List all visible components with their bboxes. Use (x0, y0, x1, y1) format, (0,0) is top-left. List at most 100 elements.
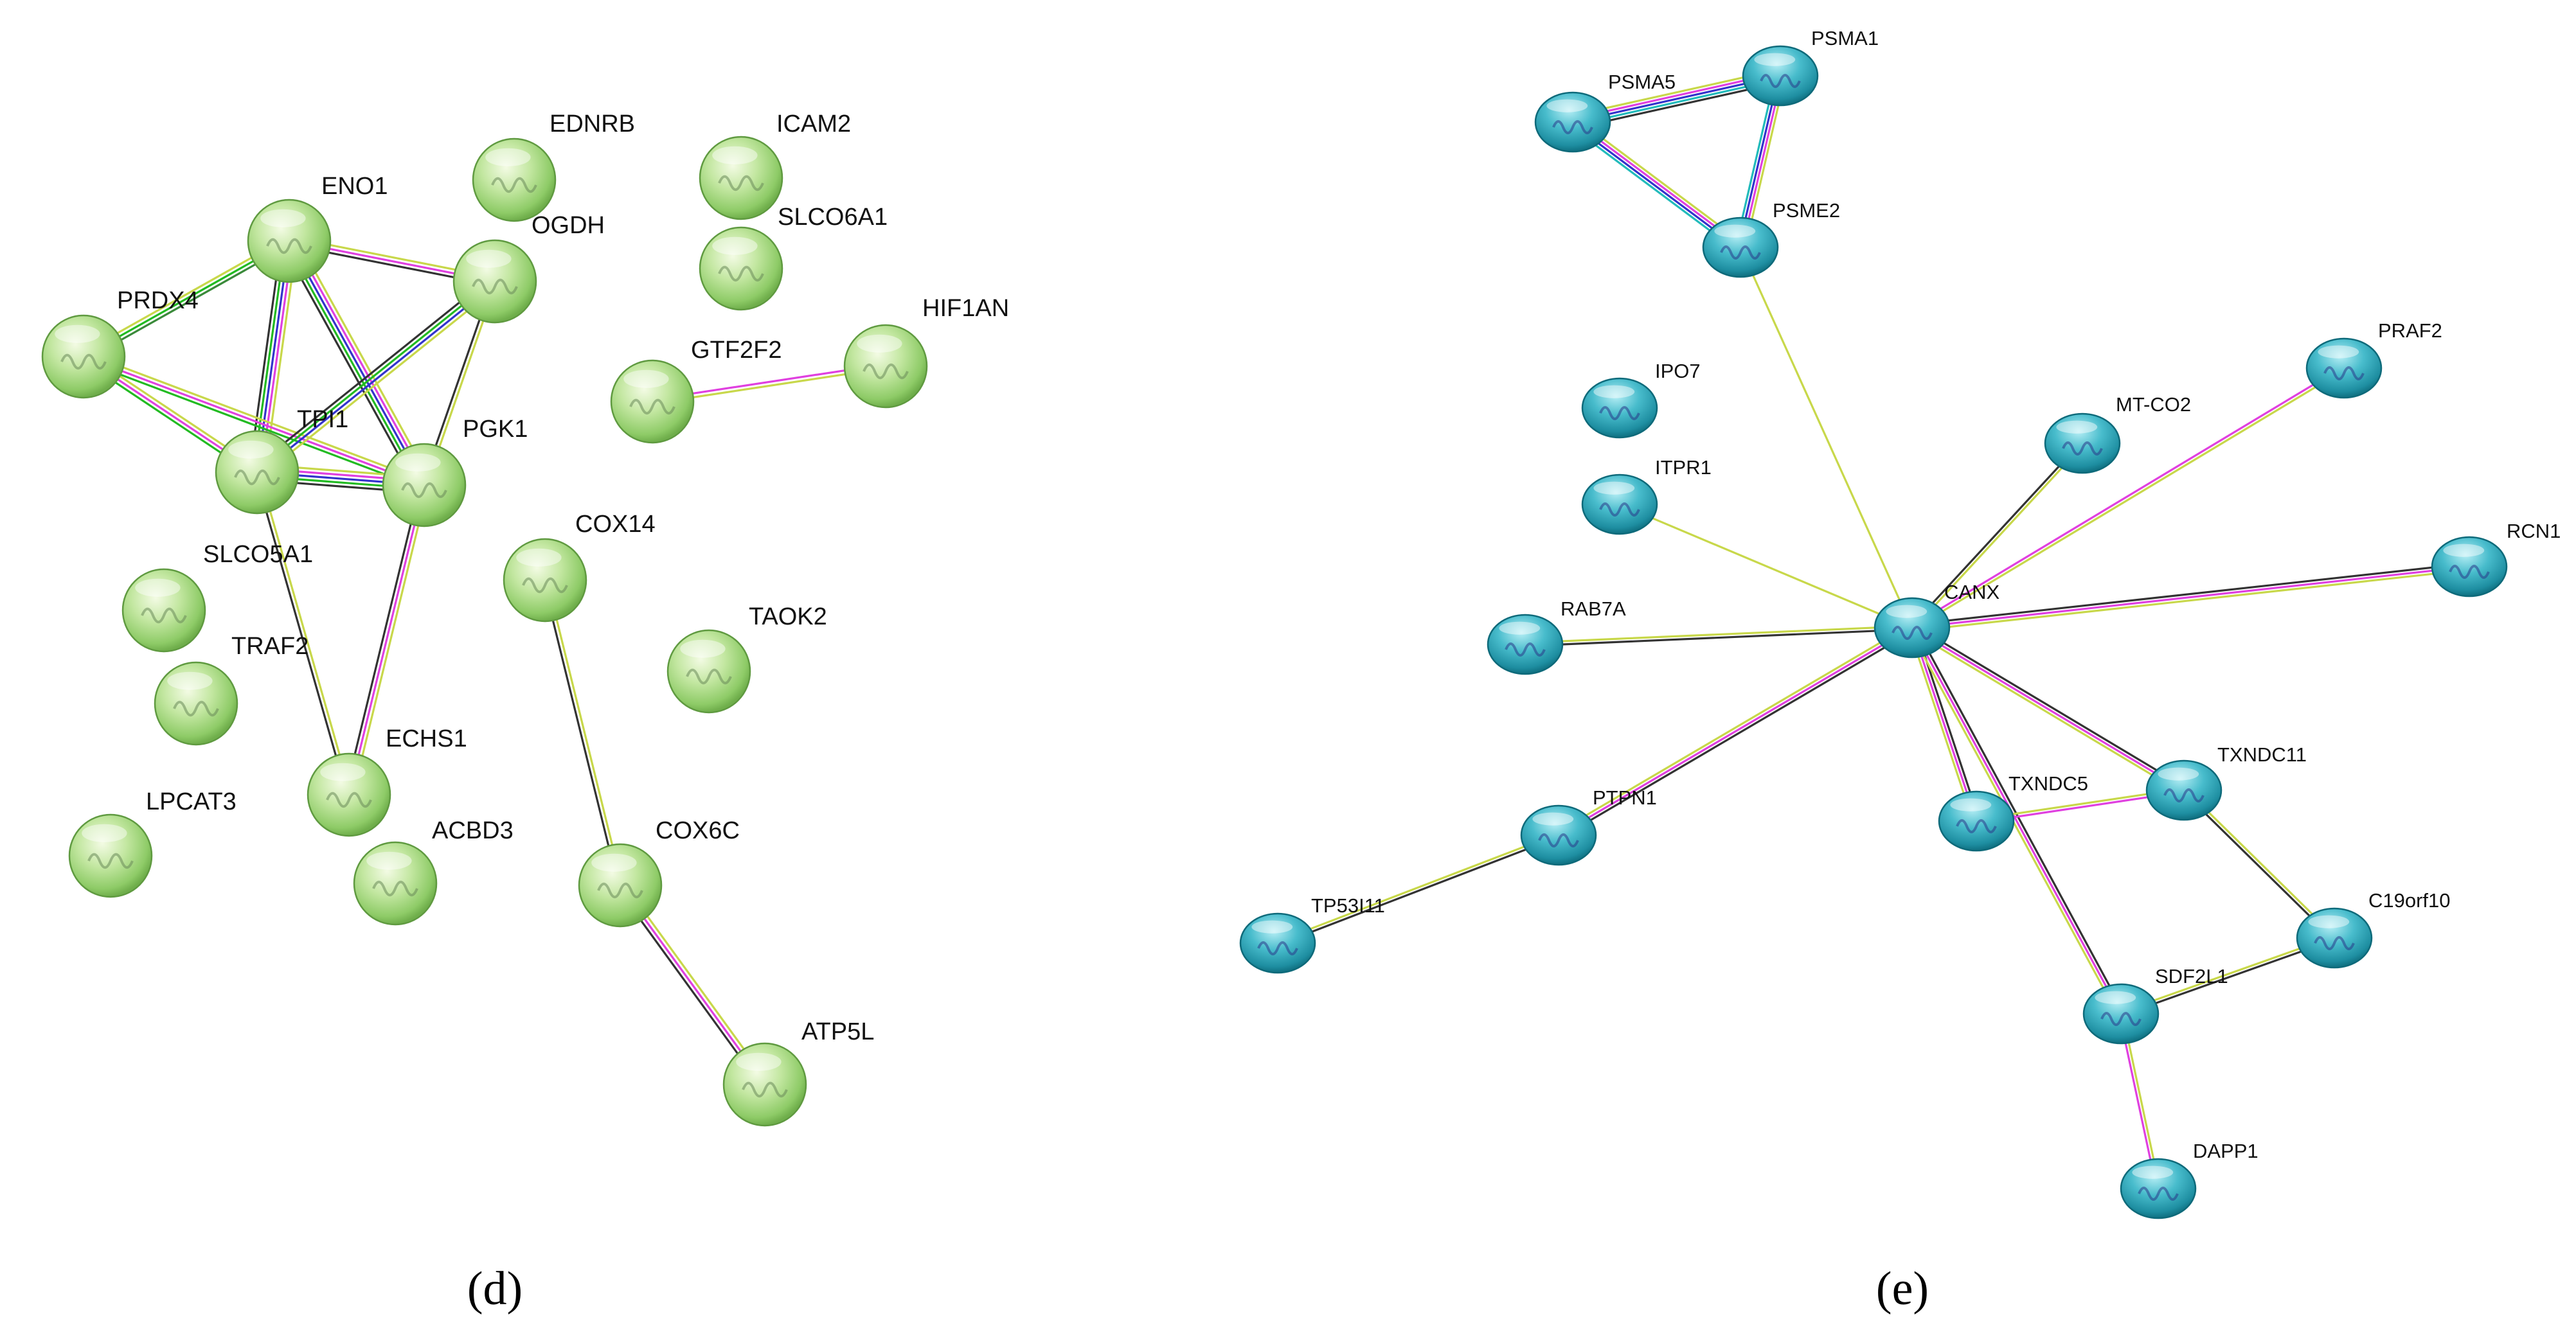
node-acbd3[interactable]: ACBD3 (353, 817, 514, 926)
edge-strand (252, 276, 492, 469)
edge-strand (1912, 624, 2187, 789)
protein-structure-icon (1257, 941, 1298, 955)
node-highlight (82, 824, 127, 842)
protein-structure-icon (2323, 366, 2365, 380)
node-bubble (1487, 614, 1564, 675)
edge-strand (1908, 627, 1974, 824)
edge-strand (82, 355, 425, 486)
node-c19orf10[interactable]: C19orf10 (2296, 889, 2451, 969)
edge-strand (1276, 833, 1559, 943)
panel-d-edges (80, 236, 888, 1088)
node-label-dapp1: DAPP1 (2193, 1140, 2258, 1162)
protein-structure-icon (1505, 642, 1546, 657)
protein-structure-icon (2138, 1187, 2179, 1201)
node-highlight (1950, 798, 1992, 811)
node-rab7a[interactable]: RAB7A (1487, 598, 1626, 675)
node-traf2[interactable]: TRAF2 (154, 633, 309, 746)
node-highlight (167, 671, 213, 690)
node-mt-co2[interactable]: MT-CO2 (2044, 393, 2191, 474)
node-cox6c[interactable]: COX6C (578, 817, 740, 928)
node-bubble (452, 239, 537, 324)
node-label-psme2: PSME2 (1773, 199, 1840, 222)
edge-cox14-cox6c (542, 578, 623, 887)
node-label-hif1an: HIF1AN (922, 295, 1009, 322)
node-label-lpcat3: LPCAT3 (146, 788, 237, 815)
node-slco6a1[interactable]: SLCO6A1 (699, 204, 888, 311)
node-label-ipo7: IPO7 (1655, 360, 1701, 382)
protein-structure-icon (1760, 74, 1801, 88)
node-echs1[interactable]: ECHS1 (307, 725, 467, 837)
panel-d-caption: (d) (467, 1262, 523, 1315)
node-bubble (503, 538, 587, 623)
edge-strand (281, 243, 419, 490)
node-bubble (2145, 759, 2223, 821)
node-icam2[interactable]: ICAM2 (699, 111, 851, 220)
node-highlight (2318, 345, 2359, 359)
edge-mt-co2-canx (1910, 441, 2085, 630)
node-label-praf2: PRAF2 (2378, 319, 2442, 342)
node-ednrb[interactable]: EDNRB (472, 111, 635, 222)
edge-strand (84, 351, 427, 483)
node-praf2[interactable]: PRAF2 (2305, 319, 2442, 399)
protein-structure-icon (1892, 626, 1933, 640)
node-cox14[interactable]: COX14 (503, 511, 656, 623)
node-tpi1[interactable]: TPI1 (215, 406, 348, 515)
node-prdx4[interactable]: PRDX4 (41, 287, 199, 399)
node-highlight (857, 334, 902, 353)
node-tp53i11[interactable]: TP53I11 (1239, 894, 1385, 974)
edge-strand (344, 483, 422, 795)
node-sdf2l1[interactable]: SDF2L1 (2082, 965, 2228, 1045)
node-slco5a1[interactable]: SLCO5A1 (121, 541, 313, 653)
node-psma5[interactable]: PSMA5 (1534, 71, 1676, 153)
edge-tpi1-echs1 (254, 470, 352, 797)
edge-rab7a-canx (1524, 624, 1913, 648)
node-highlight (712, 146, 758, 164)
node-ogdh[interactable]: OGDH (452, 212, 605, 324)
node-psme2[interactable]: PSME2 (1702, 199, 1840, 278)
node-label-slco6a1: SLCO6A1 (778, 204, 888, 231)
node-bubble (610, 359, 695, 444)
node-lpcat3[interactable]: LPCAT3 (68, 788, 237, 898)
edge-strand (1912, 443, 2085, 630)
edge-txndc11-canx (1909, 624, 2187, 794)
node-bubble (41, 314, 126, 399)
node-bubble (2305, 337, 2383, 399)
edge-strand (1910, 441, 2082, 628)
node-canx[interactable]: CANX (1874, 581, 1999, 659)
node-txndc5[interactable]: TXNDC5 (1938, 772, 2088, 852)
protein-structure-icon (1552, 120, 1593, 134)
node-itpr1[interactable]: ITPR1 (1581, 456, 1712, 535)
node-rcn1[interactable]: RCN1 (2431, 520, 2561, 598)
protein-structure-icon (1599, 502, 1640, 517)
node-atp5l[interactable]: ATP5L (722, 1018, 874, 1127)
node-psma1[interactable]: PSMA1 (1742, 27, 1879, 107)
node-bubble (1581, 474, 1658, 535)
node-ipo7[interactable]: IPO7 (1581, 360, 1701, 439)
node-highlight (2443, 544, 2485, 557)
protein-structure-icon (2449, 565, 2490, 579)
node-txndc11[interactable]: TXNDC11 (2145, 743, 2307, 821)
node-ptpn1[interactable]: PTPN1 (1520, 786, 1657, 866)
node-label-ednrb: EDNRB (550, 111, 635, 137)
node-label-pgk1: PGK1 (463, 416, 528, 443)
node-hif1an[interactable]: HIF1AN (843, 295, 1009, 409)
node-label-tpi1: TPI1 (297, 406, 348, 433)
edge-strand (1524, 624, 1913, 644)
edge-strand (255, 279, 495, 472)
edge-strand (1277, 835, 1561, 946)
edge-pgk1-echs1 (344, 483, 429, 797)
protein-structure-icon (87, 853, 134, 869)
edge-strand (352, 484, 429, 797)
node-eno1[interactable]: ENO1 (247, 173, 388, 283)
node-dapp1[interactable]: DAPP1 (2120, 1140, 2258, 1219)
node-bubble (699, 226, 783, 311)
node-label-sdf2l1: SDF2L1 (2155, 965, 2228, 987)
node-pgk1[interactable]: PGK1 (382, 416, 528, 527)
node-highlight (2056, 420, 2098, 434)
node-highlight (1532, 812, 1574, 826)
node-gtf2f2[interactable]: GTF2F2 (610, 337, 782, 444)
node-taok2[interactable]: TAOK2 (666, 603, 827, 714)
node-label-rab7a: RAB7A (1561, 598, 1626, 620)
node-highlight (591, 853, 637, 872)
